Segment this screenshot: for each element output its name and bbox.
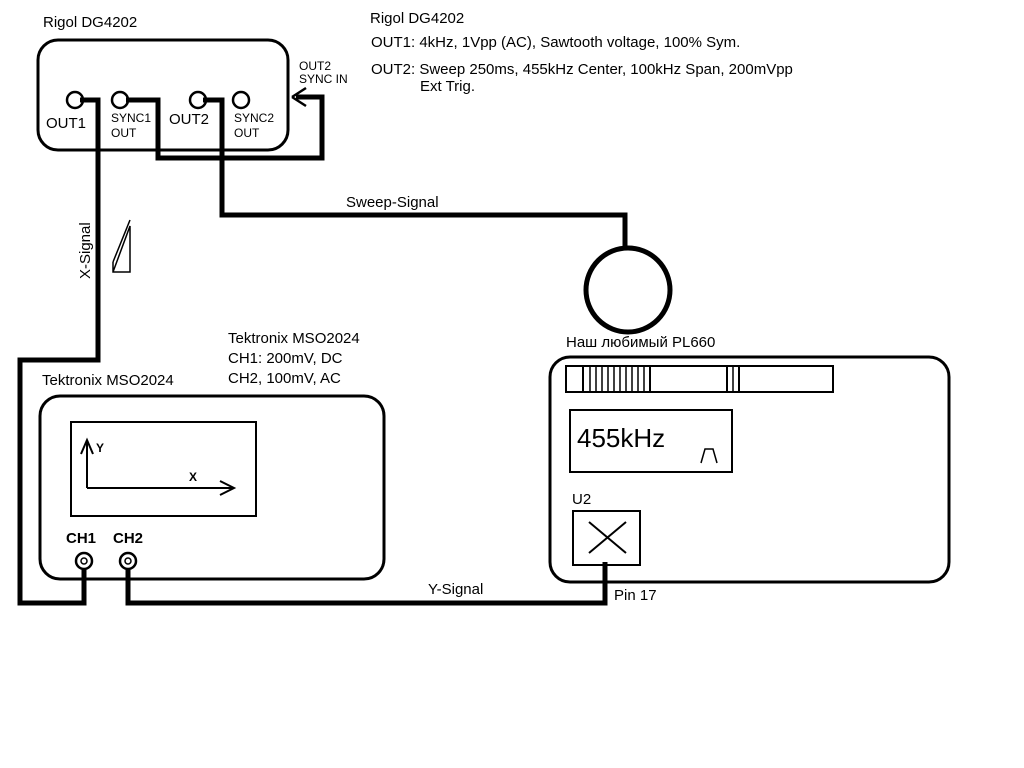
receiver-display <box>569 409 733 473</box>
generator-info-out2-cont: Ext Trig. <box>420 78 475 95</box>
generator-info-out2: OUT2: Sweep 250ms, 455kHz Center, 100kHz… <box>371 61 793 78</box>
sawtooth-waveform-icon-edge <box>112 219 131 263</box>
chip-label: U2 <box>572 491 591 508</box>
scope-screen <box>70 421 257 517</box>
scope-box-label: Tektronix MSO2024 <box>42 372 174 389</box>
u2-chip <box>572 510 641 566</box>
pin-17-label: Pin 17 <box>614 587 657 604</box>
x-signal-wire <box>17 97 101 606</box>
loop-antenna <box>583 245 673 335</box>
sync2-out-label: OUT <box>234 126 260 140</box>
sync-in-label-top: OUT2 <box>299 59 331 73</box>
receiver-box <box>548 355 951 584</box>
x-axis-arrow <box>219 480 237 496</box>
generator-info-title: Rigol DG4202 <box>370 10 464 27</box>
sync2-port-label: SYNC2 <box>234 111 274 125</box>
scope-info-ch1: CH1: 200mV, DC <box>228 350 343 367</box>
receiver-box-label: Наш любимый PL660 <box>566 334 715 351</box>
scope-box <box>38 394 386 581</box>
sweep-signal-label: Sweep-Signal <box>346 194 439 211</box>
sweep-signal-wire <box>203 97 628 249</box>
ch1-port <box>74 551 94 571</box>
ch2-port <box>118 551 138 571</box>
sync-wire <box>126 94 325 161</box>
out1-port-label: OUT1 <box>46 115 86 132</box>
y-signal-label: Y-Signal <box>428 581 483 598</box>
x-signal-label: X-Signal <box>77 222 94 279</box>
generator-info-out1: OUT1: 4kHz, 1Vpp (AC), Sawtooth voltage,… <box>371 34 740 51</box>
out2-port-label: OUT2 <box>169 111 209 128</box>
ch2-label: CH2 <box>113 530 143 547</box>
ch1-port-center <box>80 557 88 565</box>
y-axis-arrow <box>80 437 94 455</box>
generator-box <box>36 38 290 152</box>
sync1-port-label: SYNC1 <box>111 111 151 125</box>
x-axis-label: X <box>189 470 197 484</box>
tuning-scale <box>565 365 834 393</box>
chip-cross-icon-b <box>588 521 627 554</box>
sync1-out-label: OUT <box>111 126 137 140</box>
y-signal-wire <box>125 562 608 606</box>
scope-info-ch2: CH2, 100mV, AC <box>228 370 341 387</box>
ch2-port-center <box>124 557 132 565</box>
sync1-port <box>110 90 130 110</box>
generator-box-label: Rigol DG4202 <box>43 14 137 31</box>
bandpass-filter-icon <box>700 448 718 464</box>
y-axis-label: Y <box>96 441 104 455</box>
scope-info-title: Tektronix MSO2024 <box>228 330 360 347</box>
sync-in-label-bottom: SYNC IN <box>299 72 348 86</box>
receiver-frequency: 455kHz <box>577 423 665 453</box>
sync2-port <box>231 90 251 110</box>
sawtooth-waveform-icon <box>112 225 131 273</box>
ch1-label: CH1 <box>66 530 96 547</box>
sync-in-arrow <box>291 86 307 108</box>
